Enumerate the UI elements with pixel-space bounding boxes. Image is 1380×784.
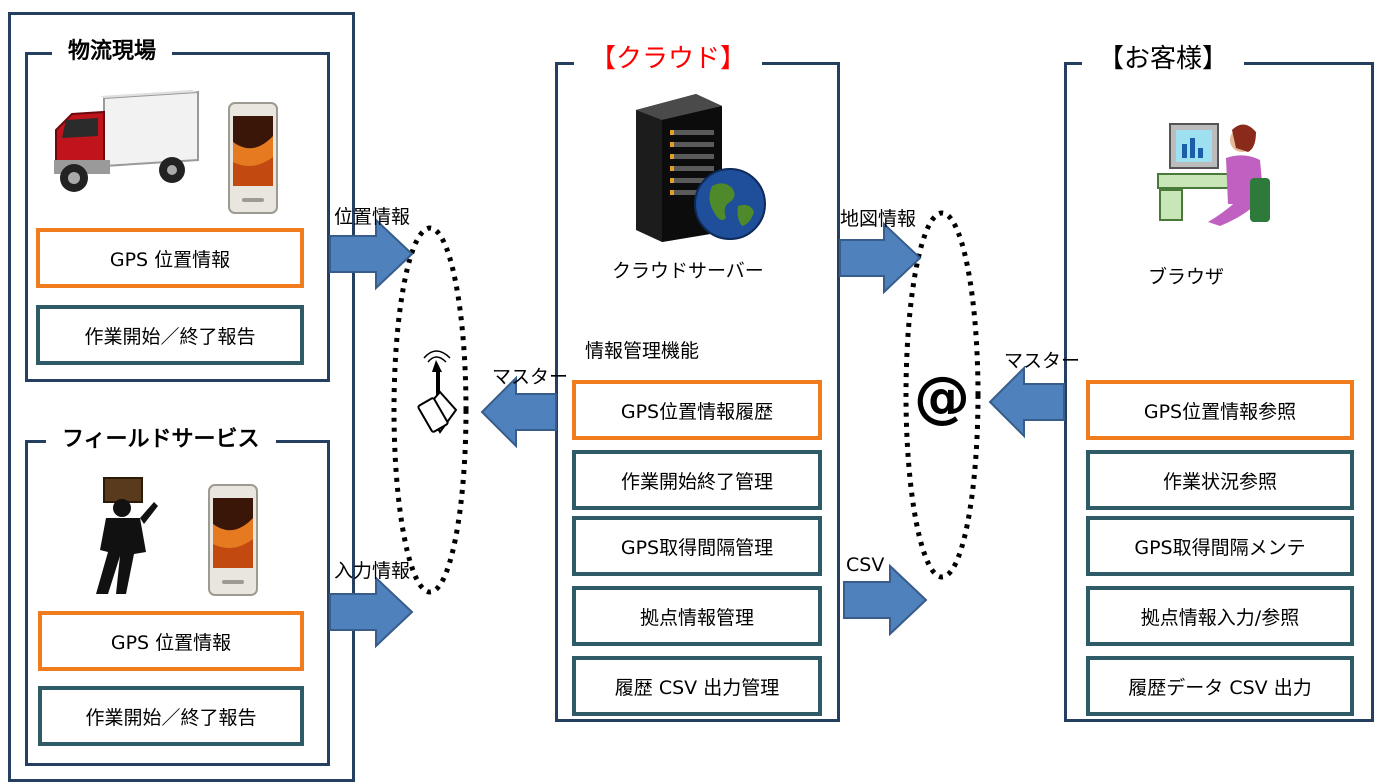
label-input-info: 入力情報 <box>334 560 411 582</box>
smartphone-icon <box>208 484 258 596</box>
field-gps-location-box: GPS 位置情報 <box>38 611 304 671</box>
arrow-master-left <box>480 375 557 449</box>
left-panel-frame <box>8 12 355 782</box>
customer-title: 【お客様】 <box>1082 44 1245 74</box>
logistics-gps-location-box: GPS 位置情報 <box>36 228 304 288</box>
label-csv: CSV <box>846 554 885 576</box>
internet-at-icon: @ <box>914 365 970 430</box>
mobile-antenna-icon <box>417 350 458 434</box>
field-service-group <box>25 440 330 766</box>
worker-icon <box>96 477 158 594</box>
customer-panel <box>1064 62 1374 722</box>
logistics-group <box>25 52 330 382</box>
cloud-function-gps-interval: GPS取得間隔管理 <box>572 516 822 576</box>
customer-function-base-input: 拠点情報入力/参照 <box>1086 586 1354 646</box>
customer-function-gps-interval: GPS取得間隔メンテ <box>1086 516 1354 576</box>
logistics-group-topline <box>25 52 330 55</box>
label-master-right: マスター <box>1004 350 1081 372</box>
customer-function-csv-output: 履歴データ CSV 出力 <box>1086 656 1354 716</box>
arrow-csv <box>843 563 928 637</box>
cloud-function-gps-history: GPS位置情報履歴 <box>572 380 822 440</box>
customer-function-gps-view: GPS位置情報参照 <box>1086 380 1354 440</box>
logistics-group-title: 物流現場 <box>52 37 173 67</box>
cloud-server-label: クラウドサーバー <box>612 260 764 282</box>
cloud-function-work-management: 作業開始終了管理 <box>572 450 822 510</box>
cloud-panel <box>555 62 840 722</box>
arrow-master-right <box>988 365 1065 439</box>
truck-icon <box>54 90 199 192</box>
field-work-report-box: 作業開始／終了報告 <box>38 686 304 746</box>
label-location-info: 位置情報 <box>334 206 411 228</box>
logistics-work-report-box: 作業開始／終了報告 <box>36 305 304 365</box>
label-master-left: マスター <box>492 366 569 388</box>
mobile-network-ellipse <box>391 225 469 595</box>
arrow-location-info <box>329 217 414 291</box>
customer-browser-label: ブラウザ <box>1148 266 1225 288</box>
cloud-title: 【クラウド】 <box>574 44 763 74</box>
customer-pc-icon <box>1157 123 1270 226</box>
smartphone-icon <box>228 102 278 214</box>
cloud-function-base-info: 拠点情報管理 <box>572 586 822 646</box>
label-map-info: 地図情報 <box>840 208 917 230</box>
globe-icon <box>694 168 766 240</box>
cloud-function-csv-output: 履歴 CSV 出力管理 <box>572 656 822 716</box>
customer-function-work-status: 作業状況参照 <box>1086 450 1354 510</box>
cloud-section-label: 情報管理機能 <box>585 340 700 362</box>
arrow-map-info <box>839 221 922 295</box>
field-service-group-title: フィールドサービス <box>46 425 276 455</box>
arrow-input-info <box>329 575 414 649</box>
internet-ellipse <box>903 210 981 580</box>
